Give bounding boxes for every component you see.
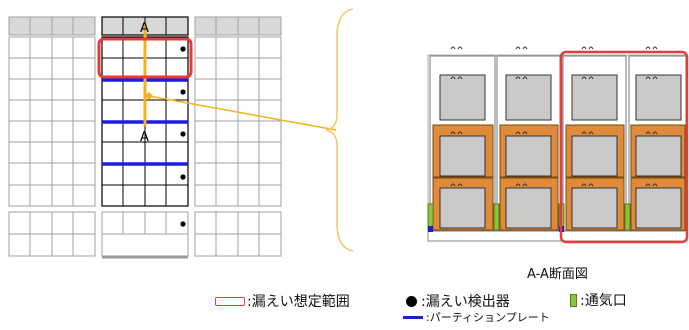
leader-line: [145, 92, 337, 131]
leak-area-section-box: [559, 50, 689, 244]
section-view: [427, 46, 689, 244]
legend-partition-text: :パーティションプレート: [426, 311, 550, 324]
legend-detector: :漏えい検出器: [406, 291, 510, 311]
rack-column: [496, 46, 561, 232]
legend-vent: :通気口: [570, 290, 627, 310]
legend-leak-area: :漏えい想定範囲: [215, 291, 350, 311]
leak-detector-dot: [180, 221, 186, 227]
detector-dot-icon: [406, 295, 417, 307]
brace: [325, 8, 354, 252]
rack-column: [562, 46, 627, 232]
leak-detector-dot: [180, 46, 186, 52]
legend-vent-text: :通気口: [580, 293, 627, 309]
legend-detector-text: :漏えい検出器: [421, 294, 510, 310]
leak-area-box: [97, 37, 193, 79]
legend-partition: :パーティションプレート: [403, 309, 550, 325]
section-view-label: A-A断面図: [527, 267, 588, 282]
rack-column: [628, 46, 687, 232]
rack-column: [429, 46, 496, 232]
leak-detector-dot: [180, 174, 186, 180]
section-mark-top: A: [140, 21, 149, 36]
partition-line-swatch: [403, 315, 423, 319]
leak-detector-dot: [180, 89, 186, 95]
vent: [493, 203, 500, 231]
vent: [624, 203, 631, 231]
plan-right-grid: [194, 36, 282, 207]
plan-left-grid: [8, 36, 96, 207]
vent-swatch-icon: [570, 293, 577, 307]
plan-view: A A: [8, 16, 282, 259]
partition-marker: [428, 226, 433, 232]
leak-area-swatch: [215, 296, 245, 306]
plan-bottom-block: [8, 211, 282, 257]
leak-detector-dot: [180, 131, 186, 137]
section-mark-bottom: A: [140, 130, 149, 145]
legend-leak-area-text: :漏えい想定範囲: [247, 294, 350, 310]
